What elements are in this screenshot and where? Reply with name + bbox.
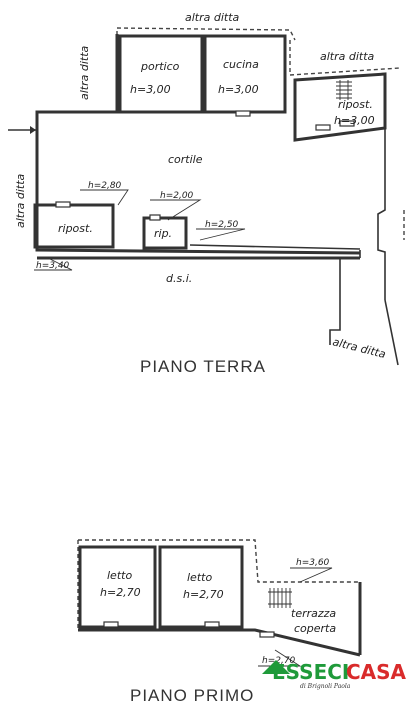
neighbour-top-left-label: altra ditta bbox=[78, 45, 91, 100]
rip-small-outline bbox=[142, 216, 188, 250]
letto-1-window bbox=[103, 621, 119, 628]
boundary-first-top bbox=[78, 539, 360, 583]
cucina-height: h=3,00 bbox=[218, 83, 259, 96]
ripost-right-window-2 bbox=[339, 120, 355, 127]
neighbour-top-right-label: altra ditta bbox=[320, 50, 375, 63]
leader-h280 bbox=[80, 189, 129, 206]
terrazza-label-1: terrazza bbox=[291, 607, 336, 620]
logo-part1: ESSECI bbox=[272, 660, 349, 684]
letto-1-height: h=2,70 bbox=[100, 586, 141, 599]
house-roof-icon bbox=[262, 660, 290, 674]
cucina-outline bbox=[203, 34, 287, 114]
right-wall bbox=[377, 128, 386, 300]
neighbour-top-label: altra ditta bbox=[185, 11, 240, 24]
ripost-left-window bbox=[55, 201, 71, 208]
ground-floor-plan: altra ditta altra ditta altra ditta altr… bbox=[8, 11, 405, 376]
ripost-right-label: ripost. bbox=[338, 98, 373, 111]
cortile-label: cortile bbox=[168, 153, 203, 166]
neighbour-left-label: altra ditta bbox=[14, 173, 27, 228]
letto-2-label: letto bbox=[187, 571, 212, 584]
portico-label: portico bbox=[140, 60, 180, 73]
ripost-right-window bbox=[315, 124, 331, 131]
portico-height: h=3,00 bbox=[130, 83, 171, 96]
leader-h360 bbox=[290, 567, 333, 583]
bottom-right-wall bbox=[329, 258, 341, 345]
rip-small-height: h=2,00 bbox=[160, 191, 194, 201]
logo-tagline: di Brignoli Paola bbox=[300, 683, 351, 690]
dsi-label: d.s.i. bbox=[166, 272, 192, 285]
ripost-left-outline bbox=[33, 203, 115, 249]
terrazza-label-2: coperta bbox=[294, 622, 336, 635]
ripost-left-height: h=2,80 bbox=[88, 181, 122, 191]
cucina-window bbox=[235, 110, 251, 117]
inner-wall-line bbox=[189, 244, 361, 250]
rip-small-window bbox=[149, 214, 161, 221]
terrazza-window bbox=[259, 631, 275, 638]
terrazza-height-top: h=3,60 bbox=[296, 558, 330, 568]
rip-small-label: rip. bbox=[154, 227, 172, 240]
leader-h250 bbox=[196, 228, 246, 241]
ripost-left-label: ripost. bbox=[58, 222, 93, 235]
letto-2-outline bbox=[158, 545, 244, 629]
wall-height-left: h=3,40 bbox=[36, 261, 70, 271]
letto-2-window bbox=[204, 621, 220, 628]
first-floor-title: PIANO PRIMO bbox=[130, 686, 254, 705]
wall-height-right: h=2,50 bbox=[205, 220, 239, 230]
cucina-label: cucina bbox=[223, 58, 259, 71]
boundary-top bbox=[116, 27, 296, 41]
letto-1-label: letto bbox=[107, 569, 132, 582]
entrance-arrow-icon bbox=[30, 126, 36, 134]
ground-floor-title: PIANO TERRA bbox=[140, 357, 266, 376]
esseci-casa-logo: ESSECI CASA di Brignoli Paola bbox=[262, 660, 407, 690]
stairs-ground bbox=[336, 80, 352, 100]
outer-wall bbox=[35, 34, 361, 255]
leader-h200 bbox=[150, 199, 202, 221]
terrazza-height-bottom: h=2,70 bbox=[262, 656, 296, 666]
stairs-first bbox=[268, 588, 292, 608]
ripost-right-height: h=3,00 bbox=[334, 114, 375, 127]
outer-wall-first bbox=[78, 628, 361, 657]
logo-part2: CASA bbox=[346, 660, 407, 684]
neighbour-bottom-right-label: altra ditta bbox=[331, 335, 387, 361]
boundary-top-right bbox=[289, 40, 401, 76]
letto-2-height: h=2,70 bbox=[183, 588, 224, 601]
right-wall-diag bbox=[384, 299, 399, 366]
leader-h340 bbox=[34, 257, 73, 271]
portico-outline bbox=[118, 34, 204, 114]
first-floor-plan: letto h=2,70 letto h=2,70 terrazza coper… bbox=[77, 539, 362, 705]
